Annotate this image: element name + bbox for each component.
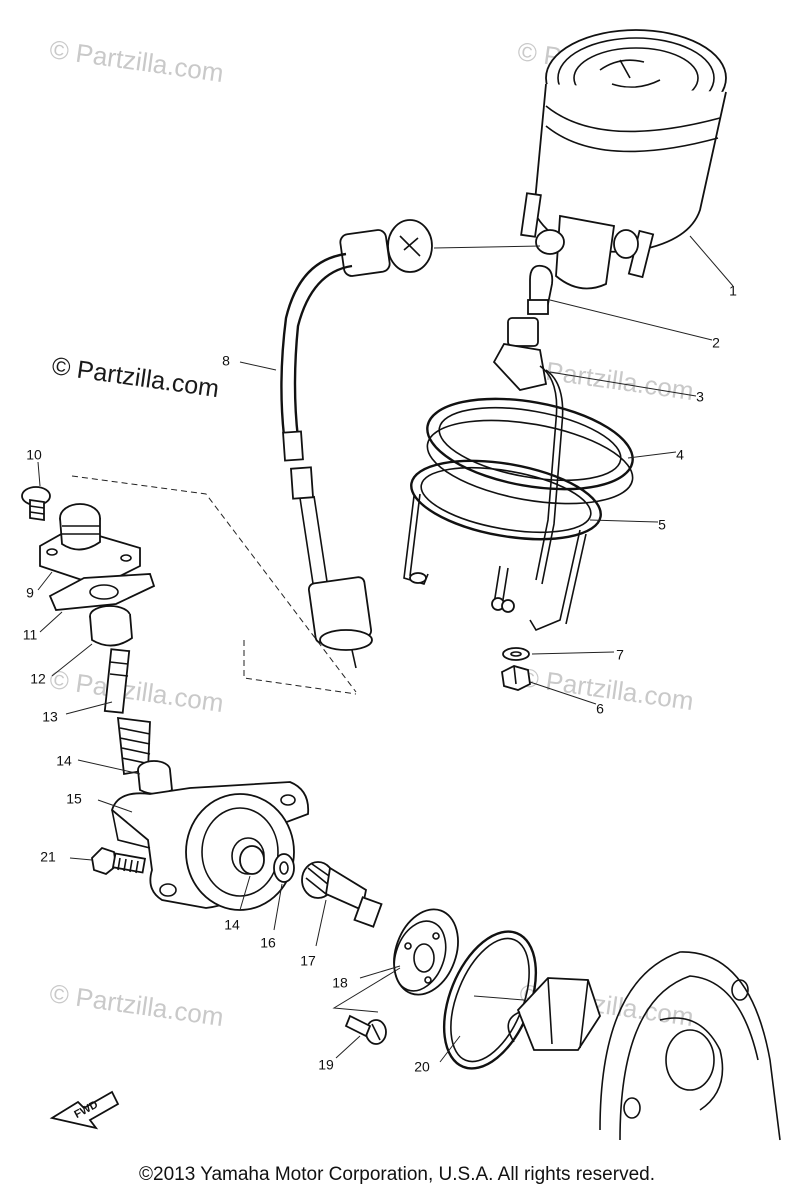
meter-bracket: [403, 459, 659, 632]
part-number-label: 3: [696, 389, 704, 405]
part-number-label: 6: [596, 701, 604, 717]
part-number-label: 4: [676, 447, 684, 463]
part-number-label: 10: [26, 447, 42, 463]
part-number-label: 9: [26, 585, 34, 601]
nut: [501, 665, 597, 705]
part-number-label: 8: [222, 353, 230, 369]
speedometer-assembly: [520, 29, 734, 290]
part-number-label: 14: [224, 917, 240, 933]
part-number-label: 20: [414, 1059, 430, 1075]
drive-gear: [301, 861, 383, 947]
part-number-label: 1: [729, 283, 737, 299]
part-number-label: 15: [66, 791, 82, 807]
copyright-notice: ©2013 Yamaha Motor Corporation, U.S.A. A…: [139, 1164, 655, 1185]
holder-plate: [332, 908, 459, 1013]
bulb: [527, 264, 713, 341]
part-number-label: 18: [332, 975, 348, 991]
meter-gasket: [426, 397, 677, 505]
drive-flange: [37, 503, 141, 591]
speedometer-cable: [239, 219, 541, 669]
part-number-label: 17: [300, 953, 316, 969]
part-number-label: 12: [30, 671, 46, 687]
screw-10: [21, 461, 51, 522]
bushing-12: [51, 605, 133, 677]
part-number-label: 21: [40, 849, 56, 865]
part-number-label: 19: [318, 1057, 334, 1073]
bulb-socket-cord: [492, 317, 697, 585]
part-number-label: 14: [56, 753, 72, 769]
part-number-label: 16: [260, 935, 276, 951]
bolt-21: [69, 846, 147, 876]
washer: [502, 647, 615, 661]
part-number-label: 5: [658, 517, 666, 533]
crankcase-cover: [507, 951, 781, 1141]
part-number-label: 2: [712, 335, 720, 351]
part-number-label: 7: [616, 647, 624, 663]
oil-seal-14-inner: [239, 845, 265, 911]
washer-16: [273, 853, 295, 931]
part-number-label: 13: [42, 709, 58, 725]
forward-direction-arrow: FWD: [49, 1090, 120, 1130]
gear-housing: [97, 781, 310, 911]
screw-19: [335, 1014, 387, 1059]
part-number-label: 11: [23, 627, 38, 643]
flange-gasket: [39, 573, 156, 633]
driven-gear-shaft: [65, 648, 151, 776]
